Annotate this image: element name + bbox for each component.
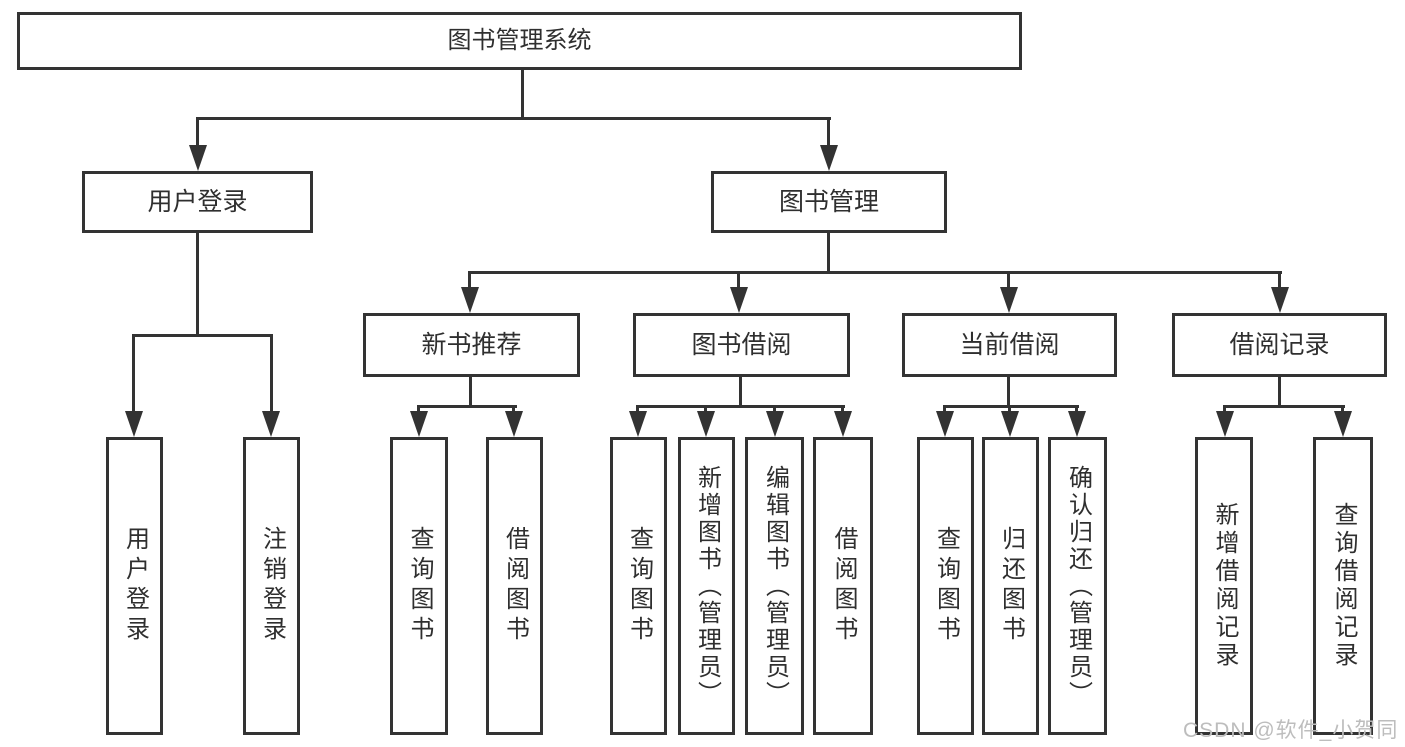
node-user-login: 用户登录 — [82, 171, 313, 233]
arrowhead-to-query-books-recommend — [410, 411, 428, 437]
connector-borrowing-drop-4 — [841, 405, 844, 415]
leaf-confirm-return-admin: 确认归还（管理员） — [1048, 437, 1107, 735]
arrowhead-to-borrowing-records — [1271, 287, 1289, 313]
connector-mgmt-drop-3 — [1007, 271, 1010, 289]
leaf-query-borrow-record: 查询借阅记录 — [1313, 437, 1373, 735]
connector-current-stem — [1007, 377, 1010, 408]
connector-current-branch — [943, 405, 1079, 408]
connector-current-drop-1 — [943, 405, 946, 415]
connector-mgmt-drop-2 — [737, 271, 740, 289]
arrowhead-to-add-borrow-record — [1216, 411, 1234, 437]
connector-mgmt-drop-4 — [1278, 271, 1281, 289]
leaf-query-books-recommend: 查询图书 — [390, 437, 448, 735]
connector-recommend-drop-2 — [512, 405, 515, 415]
arrowhead-to-return-books — [1001, 411, 1019, 437]
arrowhead-to-query-books-borrowing — [629, 411, 647, 437]
connector-current-drop-2 — [1008, 405, 1011, 415]
connector-mgmt-stem — [827, 233, 830, 274]
connector-records-stem — [1278, 377, 1281, 408]
connector-current-drop-3 — [1075, 405, 1078, 415]
connector-login-drop-1 — [132, 334, 135, 414]
leaf-borrow-books-recommend: 借阅图书 — [486, 437, 543, 735]
arrowhead-to-new-book-recommend — [461, 287, 479, 313]
arrowhead-to-user-login — [189, 145, 207, 171]
connector-recommend-branch — [417, 405, 517, 408]
arrowhead-to-edit-books-admin — [766, 411, 784, 437]
arrowhead-to-book-management — [820, 145, 838, 171]
connector-borrowing-drop-1 — [636, 405, 639, 415]
connector-borrowing-branch — [636, 405, 845, 408]
arrowhead-to-query-books-current — [936, 411, 954, 437]
connector-root-left-drop — [196, 117, 199, 147]
leaf-user-login: 用户登录 — [106, 437, 163, 735]
arrowhead-to-borrow-books-borrowing — [834, 411, 852, 437]
arrowhead-to-query-borrow-record — [1334, 411, 1352, 437]
connector-borrowing-stem — [739, 377, 742, 408]
connector-root-branch — [196, 117, 831, 120]
leaf-query-books-borrowing: 查询图书 — [610, 437, 667, 735]
connector-recommend-stem — [469, 377, 472, 408]
arrowhead-to-confirm-return-admin — [1068, 411, 1086, 437]
csdn-watermark: CSDN @软件_小贺同学 — [1183, 719, 1399, 742]
connector-root-stem — [521, 70, 524, 119]
arrowhead-to-current-borrowing — [1000, 287, 1018, 313]
connector-login-drop-2 — [270, 334, 273, 414]
leaf-add-borrow-record: 新增借阅记录 — [1195, 437, 1253, 735]
connector-records-branch — [1223, 405, 1345, 408]
connector-login-branch — [132, 334, 273, 337]
node-borrowing-records: 借阅记录 — [1172, 313, 1387, 377]
connector-root-right-drop — [827, 117, 830, 147]
arrowhead-to-leaf-user-login — [125, 411, 143, 437]
leaf-borrow-books-borrowing: 借阅图书 — [813, 437, 873, 735]
connector-records-drop-2 — [1341, 405, 1344, 415]
connector-mgmt-drop-1 — [468, 271, 471, 289]
connector-recommend-drop-1 — [417, 405, 420, 415]
connector-records-drop-1 — [1223, 405, 1226, 415]
leaf-edit-books-admin: 编辑图书（管理员） — [745, 437, 804, 735]
arrowhead-to-leaf-logout — [262, 411, 280, 437]
arrowhead-to-book-borrowing — [730, 287, 748, 313]
arrowhead-to-add-books-admin — [697, 411, 715, 437]
connector-mgmt-branch — [468, 271, 1282, 274]
connector-login-stem — [196, 233, 199, 337]
leaf-return-books: 归还图书 — [982, 437, 1039, 735]
node-root-library-system: 图书管理系统 — [17, 12, 1022, 70]
connector-borrowing-drop-2 — [704, 405, 707, 415]
leaf-logout: 注销登录 — [243, 437, 300, 735]
leaf-query-books-current: 查询图书 — [917, 437, 974, 735]
node-current-borrowing: 当前借阅 — [902, 313, 1117, 377]
node-book-management: 图书管理 — [711, 171, 947, 233]
node-new-book-recommend: 新书推荐 — [363, 313, 580, 377]
leaf-add-books-admin: 新增图书（管理员） — [678, 437, 735, 735]
connector-borrowing-drop-3 — [773, 405, 776, 415]
arrowhead-to-borrow-books-recommend — [505, 411, 523, 437]
node-book-borrowing: 图书借阅 — [633, 313, 850, 377]
